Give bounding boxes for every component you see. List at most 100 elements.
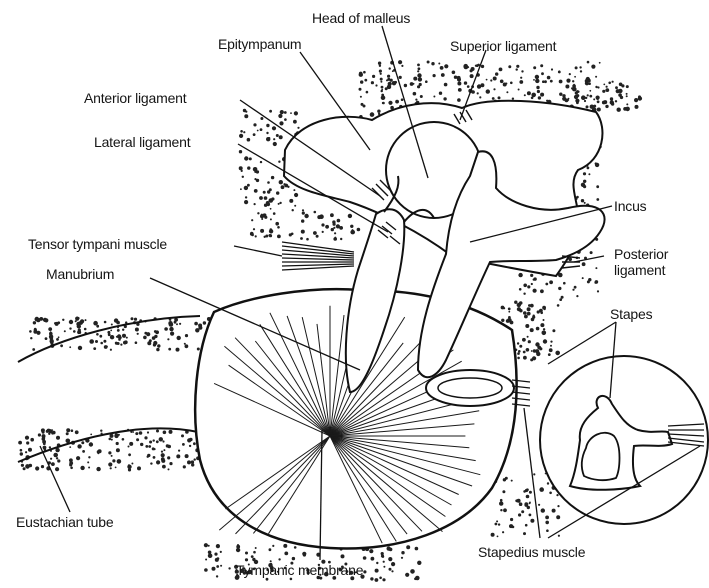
stipple-dot <box>531 283 533 285</box>
stipple-dot <box>96 333 99 336</box>
stipple-dot <box>471 90 475 94</box>
stipple-dot <box>169 430 173 434</box>
stipple-dot <box>593 98 595 100</box>
stipple-dot <box>363 570 366 573</box>
stipple-dot <box>162 465 166 469</box>
stipple-dot <box>529 502 531 504</box>
stipple-dot <box>415 547 419 551</box>
stipple-dot <box>42 437 45 440</box>
stipple-dot <box>572 87 577 92</box>
stipple-dot <box>378 62 381 65</box>
stipple-dot <box>93 321 98 326</box>
stipple-dot <box>145 445 148 448</box>
stipple-dot <box>128 464 130 466</box>
stipple-dot <box>334 232 336 234</box>
stipple-dot <box>500 509 502 511</box>
label-incus: Incus <box>614 198 646 214</box>
stipple-dot <box>501 319 504 322</box>
stipple-dot <box>427 61 430 64</box>
stipple-dot <box>418 67 421 70</box>
stipple-dot <box>265 235 268 238</box>
stipple-dot <box>486 79 488 81</box>
stipple-dot <box>69 463 72 466</box>
stipple-dot <box>381 95 386 100</box>
stipple-dot <box>60 344 63 347</box>
stipple-dot <box>266 132 268 134</box>
stipple-dot <box>302 209 304 211</box>
stipple-dot <box>375 84 377 86</box>
stipple-dot <box>623 107 627 111</box>
stipple-dot <box>41 465 44 468</box>
stipple-dot <box>116 448 120 452</box>
stipple-dot <box>176 323 178 325</box>
stipple-dot <box>174 318 178 322</box>
stipple-dot <box>20 449 23 452</box>
stipple-dot <box>585 97 587 99</box>
stipple-dot <box>156 440 159 443</box>
stipple-dot <box>148 445 151 448</box>
stipple-dot <box>131 317 134 320</box>
label-head-of-malleus: Head of malleus <box>312 10 410 26</box>
stipple-dot <box>541 72 544 75</box>
stipple-dot <box>401 557 403 559</box>
stipple-dot <box>419 83 422 86</box>
stipple-dot <box>381 555 384 558</box>
stipple-dot <box>549 280 553 284</box>
stipple-dot <box>321 223 324 226</box>
stipple-dot <box>525 524 528 527</box>
stipple-dot <box>239 166 243 170</box>
stipple-dot <box>616 89 620 93</box>
stipple-dot <box>457 98 461 102</box>
stipple-dot <box>168 321 172 325</box>
stipple-dot <box>486 89 490 93</box>
stipple-dot <box>532 316 535 319</box>
stipple-dot <box>55 467 59 471</box>
stipple-dot <box>84 328 87 331</box>
stipple-dot <box>581 95 586 100</box>
stipple-dot <box>277 226 280 229</box>
stipple-dot <box>545 516 549 520</box>
stipple-dot <box>382 102 385 105</box>
stipple-dot <box>481 65 484 68</box>
stipple-dot <box>518 273 522 277</box>
stipple-dot <box>522 338 526 342</box>
stipple-dot <box>269 110 272 113</box>
stipple-dot <box>89 339 94 344</box>
stipple-dot <box>512 98 514 100</box>
stipple-dot <box>417 64 420 67</box>
stipple-dot <box>281 185 285 189</box>
stipple-dot <box>25 451 27 453</box>
stipple-dot <box>626 103 628 105</box>
stipple-dot <box>263 213 267 217</box>
stipple-dot <box>52 431 56 435</box>
stipple-dot <box>595 76 597 78</box>
stipple-dot <box>181 434 184 437</box>
stipple-dot <box>66 428 70 432</box>
stipple-dot <box>529 514 532 517</box>
stipple-dot <box>153 343 156 346</box>
stipple-dot <box>48 327 52 331</box>
stipple-dot <box>391 562 395 566</box>
stipple-dot <box>240 188 242 190</box>
stipple-dot <box>370 112 375 117</box>
stipple-dot <box>582 277 584 279</box>
stipple-dot <box>183 465 186 468</box>
stipple-dot <box>379 65 381 67</box>
stipple-dot <box>586 105 589 108</box>
stipple-dot <box>254 178 256 180</box>
stipple-dot <box>587 167 590 170</box>
stipple-dot <box>134 318 137 321</box>
stipple-dot <box>537 90 540 93</box>
stipple-dot <box>128 468 131 471</box>
stipple-dot <box>88 456 90 458</box>
stipple-dot <box>596 198 599 201</box>
stipple-dot <box>33 321 36 324</box>
stipple-dot <box>161 451 163 453</box>
stipple-dot <box>414 578 417 581</box>
stipple-dot <box>178 450 180 452</box>
stipple-dot <box>391 570 393 572</box>
stipple-dot <box>205 559 207 561</box>
stipple-dot <box>585 81 589 85</box>
stipple-dot <box>78 346 82 350</box>
stipple-dot <box>550 345 552 347</box>
